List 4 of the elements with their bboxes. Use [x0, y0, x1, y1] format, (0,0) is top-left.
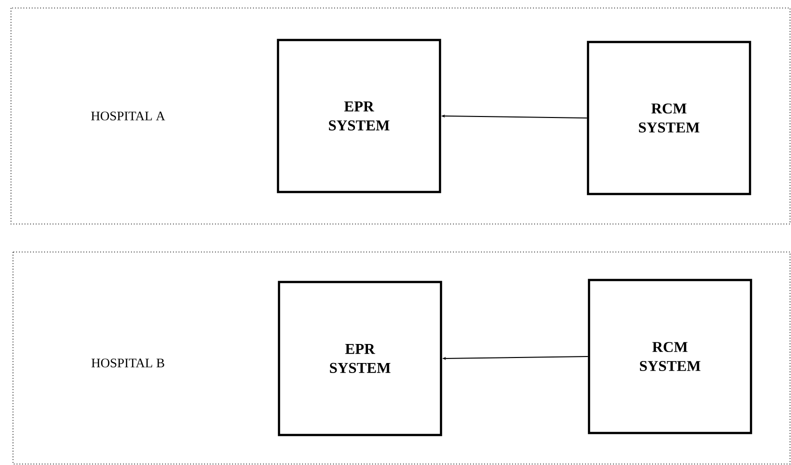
system-box: EPR SYSTEM: [278, 280, 442, 436]
system-box: RCM SYSTEM: [586, 40, 752, 196]
system-box: RCM SYSTEM: [588, 278, 752, 434]
system-box: EPR SYSTEM: [276, 38, 442, 194]
